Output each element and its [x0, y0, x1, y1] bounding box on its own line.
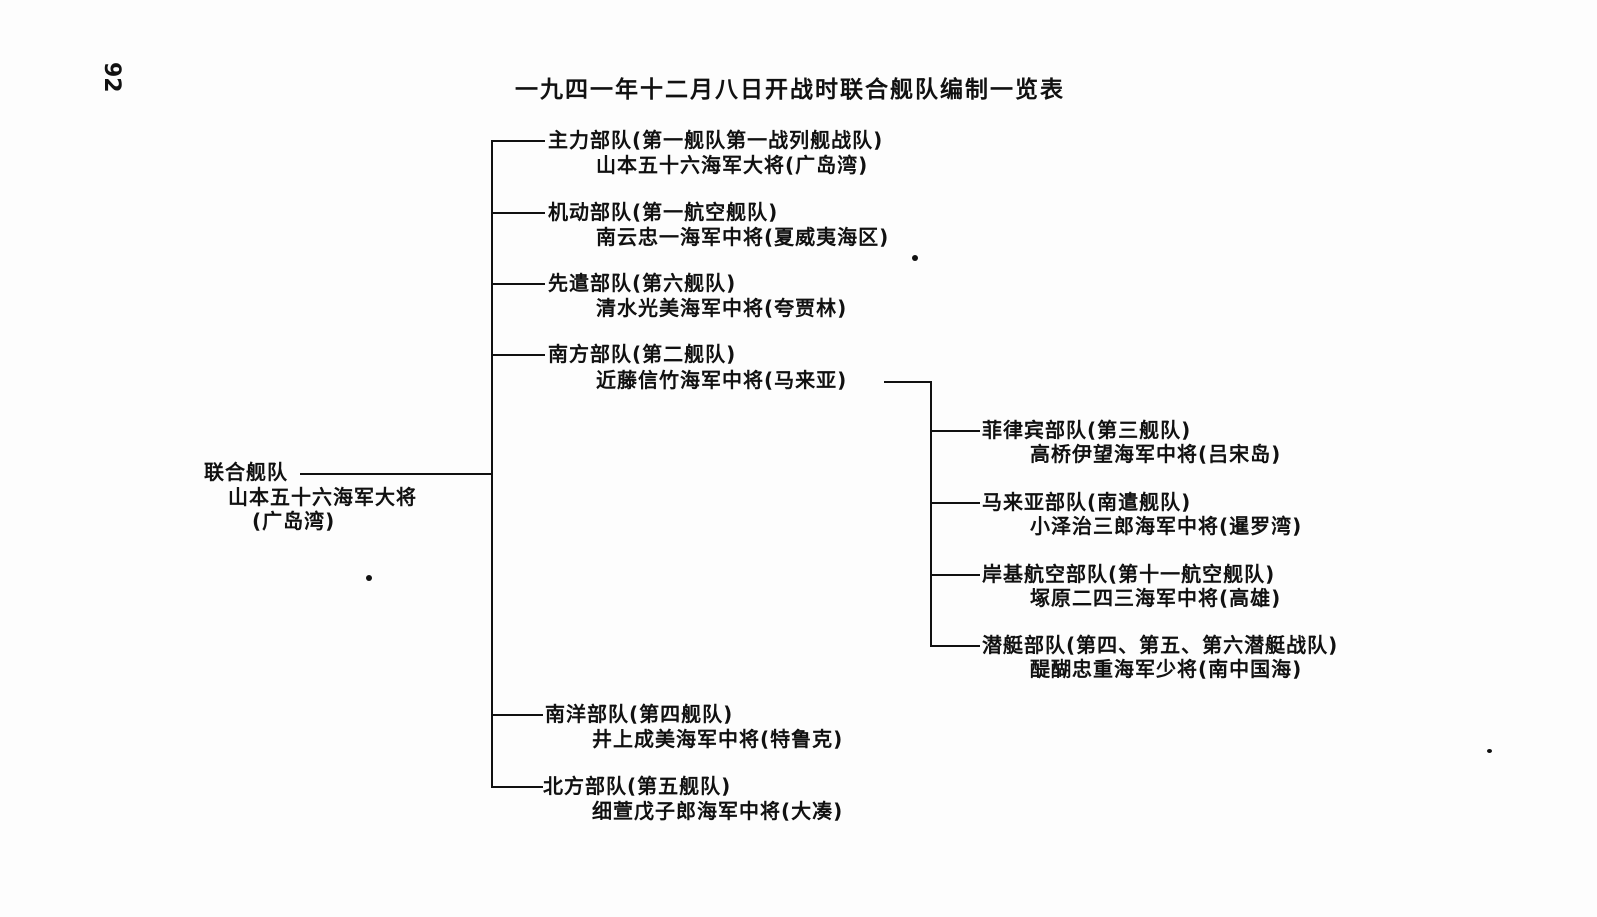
sub-connector — [932, 574, 980, 576]
sub-unit: 菲律宾部队(第三舰队) — [982, 418, 1192, 442]
root-connector — [300, 473, 493, 475]
scan-speck — [366, 575, 372, 581]
branch-commander: 山本五十六海军大将(广岛湾) — [596, 153, 869, 177]
branch-connector — [493, 786, 543, 788]
root-unit: 联合舰队 — [204, 460, 288, 484]
root-location: (广岛湾) — [252, 509, 336, 533]
branch-connector — [493, 283, 545, 285]
branch-unit: 南方部队(第二舰队) — [548, 342, 737, 366]
branch-commander: 近藤信竹海军中将(马来亚) — [596, 368, 848, 392]
sub-connector — [932, 645, 980, 647]
sub-commander: 高桥伊望海军中将(吕宋岛) — [1030, 442, 1282, 466]
branch-unit: 南洋部队(第四舰队) — [545, 702, 734, 726]
branch-unit: 北方部队(第五舰队) — [543, 774, 732, 798]
branch-unit: 机动部队(第一航空舰队) — [548, 200, 779, 224]
southern-trunk-line — [930, 381, 932, 647]
sub-unit: 潜艇部队(第四、第五、第六潜艇战队) — [982, 633, 1339, 657]
branch-commander: 井上成美海军中将(特鲁克) — [592, 727, 844, 751]
root-commander: 山本五十六海军大将 — [228, 485, 417, 509]
scan-speck — [1487, 749, 1492, 753]
branch-connector — [493, 212, 545, 214]
branch-connector — [493, 140, 545, 142]
sub-commander: 醍醐忠重海军少将(南中国海) — [1030, 657, 1303, 681]
scan-speck — [912, 255, 918, 261]
sub-unit: 马来亚部队(南遣舰队) — [982, 490, 1192, 514]
main-trunk-line — [491, 140, 493, 788]
branch-commander: 南云忠一海军中将(夏威夷海区) — [596, 225, 890, 249]
southern-connector — [884, 381, 932, 383]
sub-unit: 岸基航空部队(第十一航空舰队) — [982, 562, 1276, 586]
branch-commander: 清水光美海军中将(夸贾林) — [596, 296, 848, 320]
sub-connector — [932, 430, 980, 432]
sub-connector — [932, 502, 980, 504]
branch-unit: 主力部队(第一舰队第一战列舰战队) — [548, 128, 884, 152]
branch-connector — [493, 354, 545, 356]
page-title: 一九四一年十二月八日开战时联合舰队编制一览表 — [515, 77, 1065, 103]
branch-connector — [493, 714, 543, 716]
branch-commander: 细萱戊子郎海军中将(大凑) — [592, 799, 844, 823]
branch-unit: 先遣部队(第六舰队) — [548, 271, 737, 295]
sub-commander: 塚原二四三海军中将(高雄) — [1030, 586, 1282, 610]
sub-commander: 小泽治三郎海军中将(暹罗湾) — [1030, 514, 1303, 538]
